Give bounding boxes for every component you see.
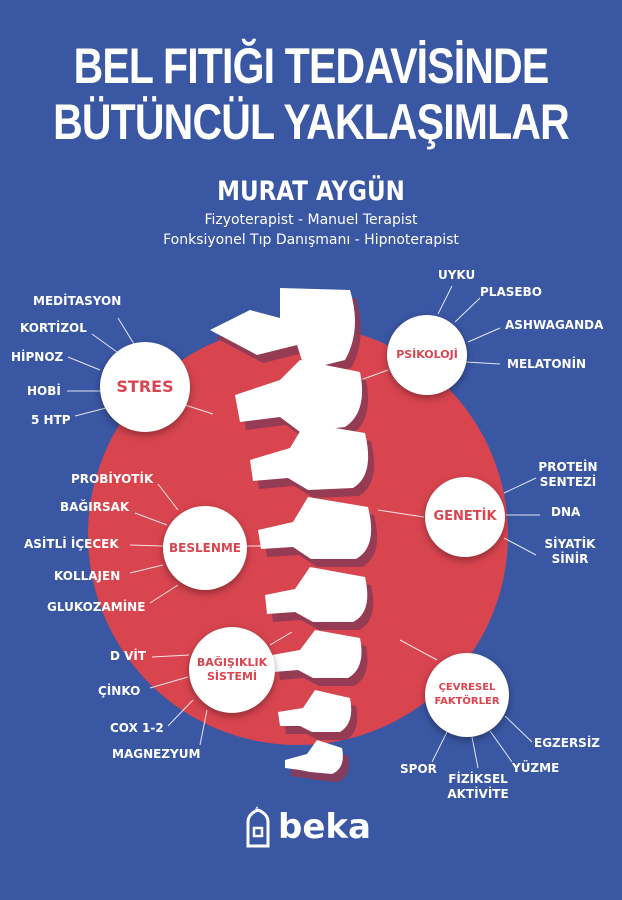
vertebrae — [210, 288, 378, 782]
label-egzersiz: EGZERSİZ — [534, 736, 600, 750]
label-fiziksel-aktivite: FİZİKSEL AKTİVİTE — [447, 772, 509, 801]
mosque-logo-icon — [246, 806, 270, 848]
label-yuzme: YÜZME — [512, 761, 560, 775]
label-protein-sentezi: PROTEİN SENTEZİ — [538, 460, 598, 489]
bubble-psikoloji: PSİKOLOJİ — [387, 315, 467, 395]
label-kortizol: KORTİZOL — [20, 321, 87, 335]
bubble-bagisiklik: BAĞIŞIKLIK SİSTEMİ — [189, 627, 275, 713]
label-bagirsak: BAĞIRSAK — [60, 500, 130, 514]
bubble-genetik: GENETİK — [425, 477, 505, 557]
label-cinko: ÇİNKO — [98, 684, 141, 698]
label-asitli-icecek: ASİTLİ İÇECEK — [24, 537, 119, 551]
label-kollajen: KOLLAJEN — [54, 569, 121, 583]
label-cox: COX 1-2 — [110, 721, 164, 735]
label-5htp: 5 HTP — [31, 413, 71, 427]
bubble-beslenme: BESLENME — [163, 506, 247, 590]
label-magnezyum: MAGNEZYUM — [112, 747, 201, 761]
bubble-cevresel: ÇEVRESEL FAKTÖRLER — [425, 653, 509, 737]
bubble-stres: STRES — [100, 342, 190, 432]
title-line-1: BEL FITIĞI TEDAVİSİNDE — [73, 38, 550, 94]
publisher-logo: beka — [246, 806, 371, 848]
label-melatonin: MELATONİN — [507, 357, 587, 371]
title-line-2: BÜTÜNCÜL YAKLAŞIMLAR — [53, 94, 570, 150]
label-hipnoz: HİPNOZ — [11, 350, 64, 364]
label-siyatik-sinir: SİYATİK SİNİR — [544, 537, 596, 566]
label-d-vit: D VİT — [110, 649, 147, 663]
label-spor: SPOR — [400, 762, 437, 776]
label-uyku: UYKU — [438, 268, 476, 282]
author-role-1: Fizyoterapist - Manuel Terapist — [204, 212, 418, 228]
label-meditasyon: MEDİTASYON — [33, 294, 122, 308]
label-probiyotik: PROBİYOTİK — [71, 472, 154, 486]
author-name: MURAT AYGÜN — [217, 176, 405, 207]
publisher-name: beka — [278, 807, 371, 847]
label-ashwaganda: ASHWAGANDA — [505, 318, 604, 332]
author-role-2: Fonksiyonel Tıp Danışmanı - Hipnoterapis… — [163, 232, 459, 248]
label-glukozamine: GLUKOZAMİNE — [47, 600, 146, 614]
label-dna: DNA — [551, 505, 581, 519]
label-plasebo: PLASEBO — [480, 285, 542, 299]
label-hobi: HOBİ — [27, 384, 61, 398]
connector-lines — [67, 285, 540, 769]
